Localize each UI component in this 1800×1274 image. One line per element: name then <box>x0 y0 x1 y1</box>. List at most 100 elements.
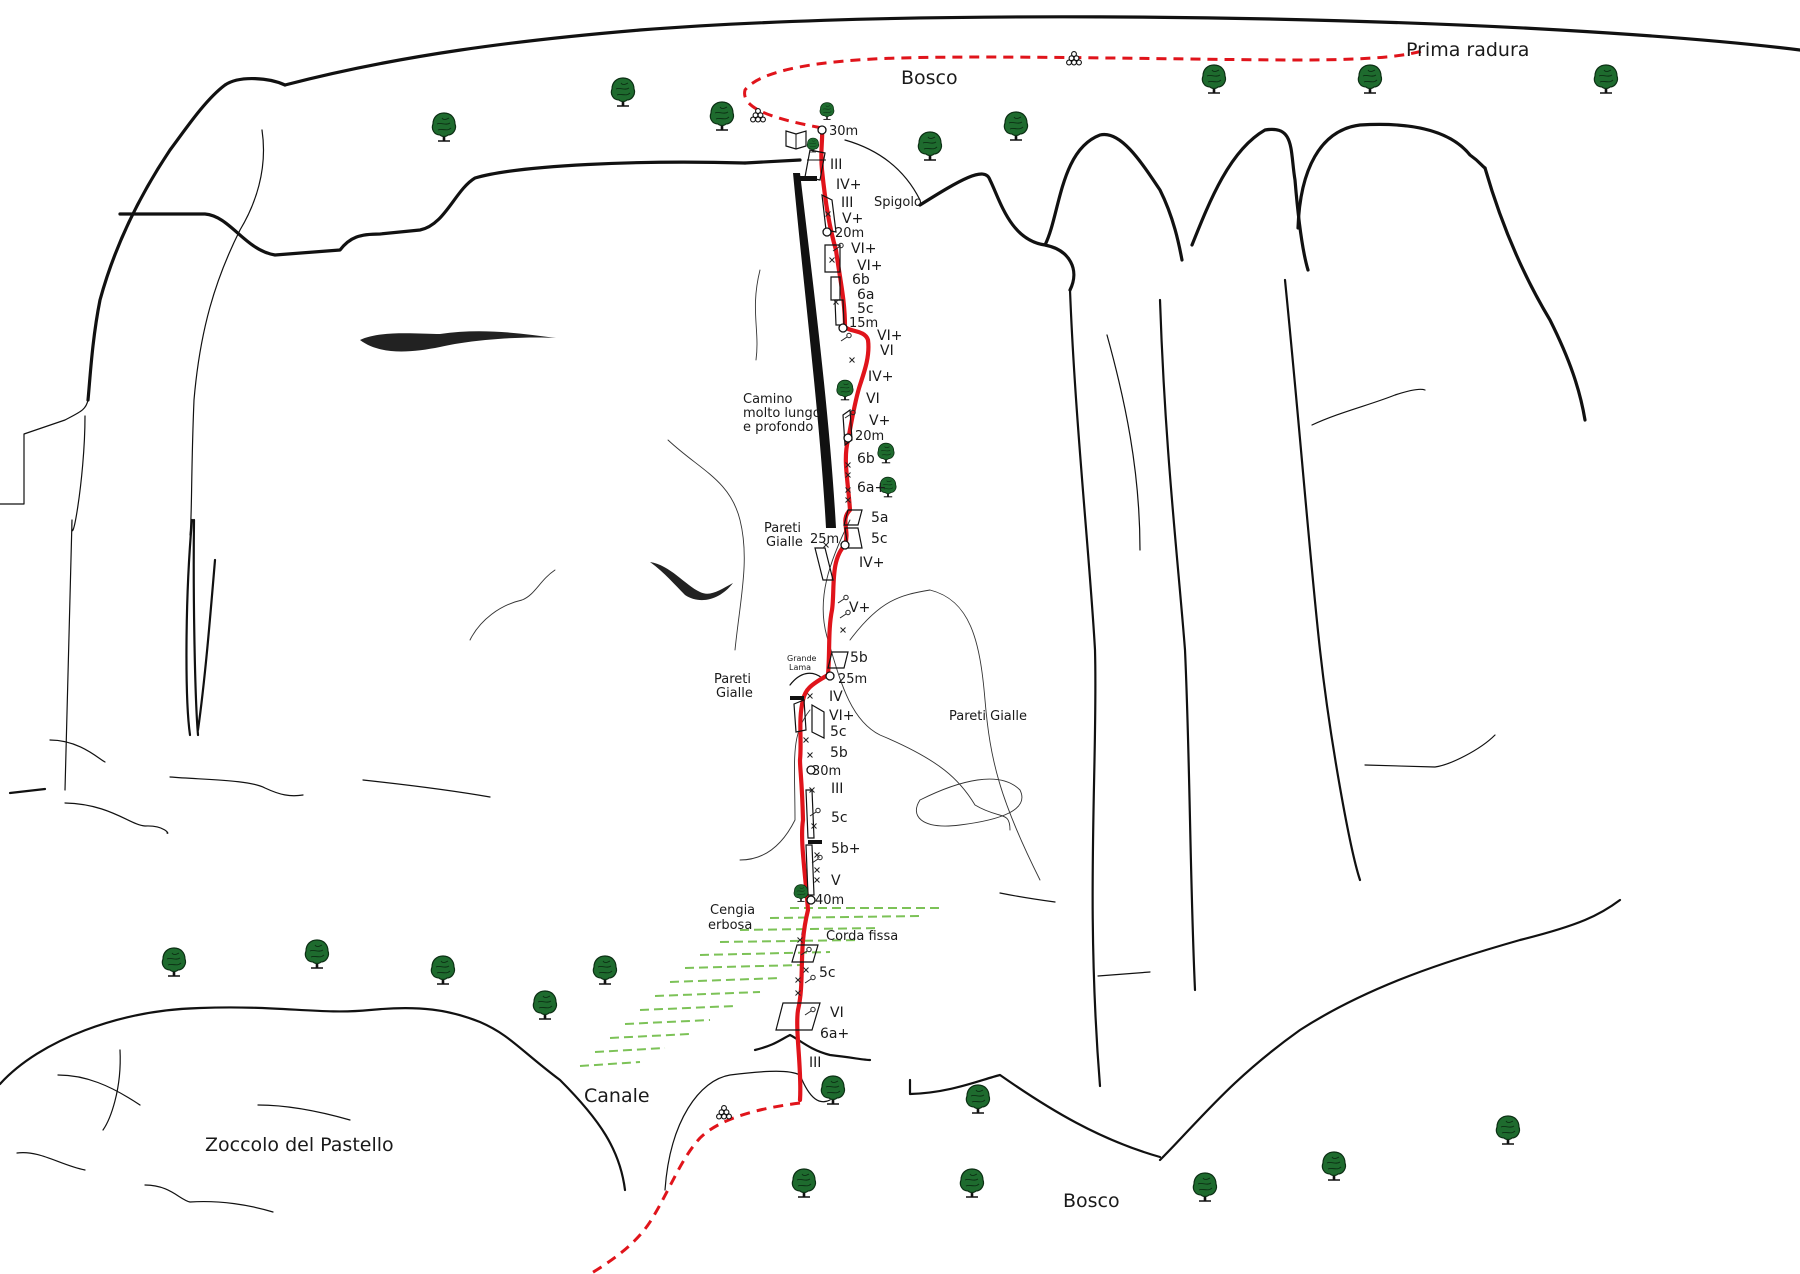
rock-outlines <box>0 15 1800 1213</box>
overhang-low <box>808 840 822 844</box>
tree-icon <box>819 102 835 120</box>
pillar-1-face <box>1068 288 1102 1088</box>
mid-ledge-5 <box>362 779 491 798</box>
grade-label: 5a <box>871 510 889 526</box>
belay-icon <box>838 323 848 333</box>
base-to-canale <box>908 1073 1162 1159</box>
tree-icon <box>1357 64 1383 94</box>
grade-label: 6a <box>857 287 875 303</box>
main-buttress-top <box>743 158 802 165</box>
spigolo-right <box>918 172 1076 292</box>
tree-icon <box>965 1084 991 1114</box>
label-spigolo: Spigolo <box>874 195 922 210</box>
label-camino-3: e profondo <box>743 420 813 435</box>
grade-label: 5c <box>871 531 888 547</box>
tree-icon <box>1192 1172 1218 1202</box>
grade-label: III <box>831 781 843 797</box>
belay-icon <box>806 765 816 775</box>
grade-label: V+ <box>842 211 863 227</box>
grade-label: 6b <box>852 272 870 288</box>
tree-icon <box>304 939 330 969</box>
grade-label: V+ <box>869 413 890 429</box>
tree-icon <box>806 137 820 153</box>
zoccolo-crack-2 <box>102 1049 121 1131</box>
canale-right-thin <box>664 1070 831 1191</box>
cairn-icon <box>750 108 766 123</box>
left-lower-edge <box>0 399 89 505</box>
pillar-2 <box>1190 127 1310 272</box>
grade-label: 5b <box>850 650 868 666</box>
tree-icon <box>431 112 457 142</box>
tree-icon <box>836 379 854 401</box>
crack-icon <box>811 703 825 739</box>
tree-icon <box>917 131 943 161</box>
chimney-icon <box>814 547 834 581</box>
grade-label: IV+ <box>868 369 893 385</box>
grade-label: 6b <box>857 451 875 467</box>
label-camino-1: Camino <box>743 392 793 407</box>
label-pareti-b2: Gialle <box>716 686 753 701</box>
belay-length: 25m <box>810 532 839 547</box>
grade-label: VI+ <box>877 328 902 344</box>
label-bosco-top: Bosco <box>901 67 958 89</box>
camino-chimney <box>793 173 836 528</box>
grade-label: 5c <box>831 810 848 826</box>
grade-label: IV+ <box>836 177 861 193</box>
tree-icon <box>592 955 618 985</box>
grade-label: VI <box>830 1005 844 1021</box>
grade-label: VI <box>880 343 894 359</box>
label-grande: Grande <box>787 654 817 663</box>
grade-label: 5c <box>819 965 836 981</box>
grade-label: 6a+ <box>820 1026 849 1042</box>
pillar-3-ledge <box>1311 388 1426 426</box>
grade-label: V+ <box>849 600 870 616</box>
belay-icon <box>843 433 853 443</box>
tree-icon <box>1593 64 1619 94</box>
right-base-line <box>1158 898 1622 1162</box>
pareti-outline-c <box>822 519 1011 831</box>
belay-length: 15m <box>849 316 878 331</box>
grade-label: VI+ <box>851 241 876 257</box>
tree-icon <box>1003 111 1029 141</box>
zoccolo-crack-3 <box>257 1104 351 1121</box>
right-ledge-2 <box>1097 971 1151 977</box>
book-icon <box>785 130 807 150</box>
tree-icon <box>1201 64 1227 94</box>
label-erbosa: erbosa <box>708 918 752 933</box>
pitch-grades: III IV+ III V+ VI+ VI+ 6b 6a 5c VI+ VI I… <box>809 157 902 1071</box>
route-symbols <box>775 149 863 1031</box>
canale-left <box>0 1006 627 1192</box>
cairn-icon <box>1066 51 1082 66</box>
tree-icon <box>791 1168 817 1198</box>
belay-length: 40m <box>815 893 844 908</box>
label-pareti-a1: Pareti <box>764 521 801 536</box>
grade-label: 5c <box>830 724 847 740</box>
grade-label: 5c <box>857 301 874 317</box>
label-zoccolo: Zoccolo del Pastello <box>205 1134 394 1156</box>
overhang-mid <box>790 696 804 700</box>
base-ledge <box>753 1033 872 1062</box>
pareti-outline-f <box>915 778 1023 827</box>
belay-lengths: 30m 20m 15m 20m 25m 25m 30m 40m <box>810 124 884 908</box>
approach-path-top <box>743 48 1426 130</box>
tree-icon <box>430 955 456 985</box>
pareti-outline-b <box>469 569 556 641</box>
mid-ledge-3 <box>64 802 169 834</box>
left-pillar-face <box>192 518 217 737</box>
grade-label: IV+ <box>859 555 884 571</box>
left-pillar-crack <box>189 129 265 536</box>
left-inner-crack <box>64 415 86 791</box>
pillar-1 <box>1043 132 1184 262</box>
pillar-2-face <box>1158 298 1197 992</box>
pillar-3-right <box>1483 166 1587 422</box>
central-buttress <box>844 139 921 201</box>
dark-streak-1 <box>360 331 556 352</box>
big-crack-left <box>185 518 194 737</box>
cairn-icon <box>716 1105 732 1120</box>
label-cengia: Cengia <box>710 903 755 918</box>
belay-icon <box>822 227 832 237</box>
mid-ledge-4 <box>169 776 304 797</box>
grass-ledge <box>579 907 940 1067</box>
pillar-2-crack <box>1106 334 1141 551</box>
